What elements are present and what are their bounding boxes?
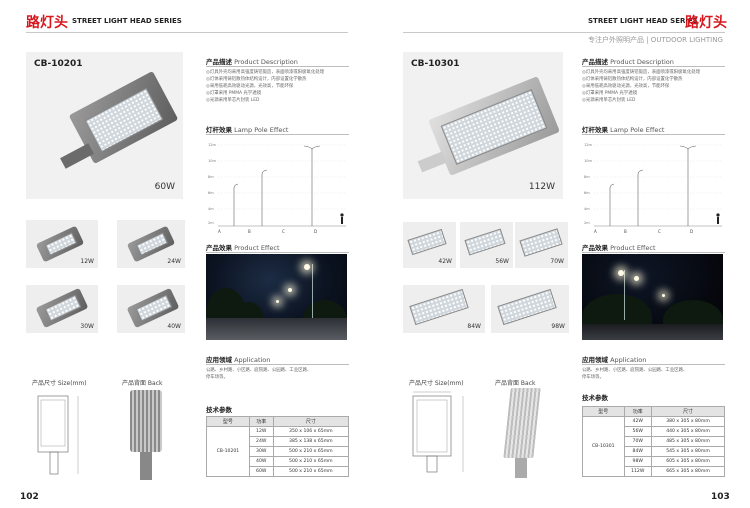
- thumb-5: 98W: [491, 285, 569, 333]
- desc-title: 产品描述 Product Description: [582, 58, 674, 66]
- application-divider: [206, 364, 349, 365]
- header-divider: [403, 32, 725, 33]
- svg-text:D: D: [690, 229, 693, 234]
- thumb-3: 30W: [26, 285, 98, 333]
- street-light-image: [413, 74, 560, 184]
- svg-text:D: D: [314, 229, 317, 234]
- svg-text:B: B: [624, 229, 627, 234]
- main-wattage: 60W: [154, 182, 175, 192]
- thumb-4: 84W: [403, 285, 485, 333]
- svg-text:A: A: [218, 229, 221, 234]
- svg-text:6m: 6m: [208, 191, 214, 195]
- thumb-wattage: 12W: [80, 258, 94, 265]
- series-title-cn: 路灯头: [26, 15, 68, 31]
- thumb-wattage: 40W: [167, 323, 181, 330]
- thumb-wattage: 24W: [167, 258, 181, 265]
- desc-list: ◎灯具外壳均采用高强度铸铝锻造，表面喷漆或阳极氧化处理◎灯体采用铸铝散热体结构设…: [206, 70, 324, 103]
- brand-subtitle: 专注户外照明产品 | OUTDOOR LIGHTING: [588, 36, 723, 44]
- effect-divider: [206, 252, 349, 253]
- desc-divider: [206, 66, 349, 67]
- lamp-pole-diagram: 12m 10m 8m 6m 4m 2m A B C D: [584, 143, 722, 234]
- spec-table-title: 技术参数: [206, 406, 232, 414]
- application-title: 应用领域 Application: [582, 356, 647, 364]
- lamp-pole-title: 灯杆效果 Lamp Pole Effect: [582, 126, 665, 134]
- thumb-wattage: 70W: [550, 258, 564, 265]
- desc-title: 产品描述 Product Description: [206, 58, 298, 66]
- main-wattage: 112W: [528, 182, 555, 192]
- lamp-pole-diagram: 12m 10m 8m 6m 4m 2m A B C D: [208, 143, 346, 234]
- model-label: CB-10301: [411, 59, 460, 69]
- size-drawing: [412, 391, 464, 473]
- model-label: CB-10201: [34, 59, 83, 69]
- series-title-cn: 路灯头: [685, 15, 727, 31]
- svg-text:B: B: [248, 229, 251, 234]
- application-text: 公路、乡村路、小区路、庭院路、公园路、工业区路、停车场等。: [206, 368, 312, 380]
- desc-list: ◎灯具外壳均采用高强度铸铝锻造，表面喷漆或阳极氧化处理◎灯体采用铸铝散热体结构设…: [582, 70, 700, 103]
- svg-text:4m: 4m: [584, 207, 590, 211]
- right-page: STREET LIGHT HEAD SERIES 路灯头 专注户外照明产品 | …: [375, 0, 750, 508]
- svg-text:12m: 12m: [584, 143, 592, 147]
- product-photo-panel: CB-10201 60W: [26, 52, 183, 199]
- application-title: 应用领域 Application: [206, 356, 271, 364]
- svg-text:12m: 12m: [208, 143, 216, 147]
- effect-title: 产品效果 Product Effect: [582, 244, 656, 252]
- back-mount: [515, 458, 527, 478]
- thumb-wattage: 42W: [438, 258, 452, 265]
- lamp-pole-divider: [206, 134, 349, 135]
- thumb-wattage: 56W: [495, 258, 509, 265]
- thumb-2: 56W: [460, 222, 513, 268]
- night-effect-photo: [206, 254, 347, 340]
- application-divider: [582, 364, 725, 365]
- svg-text:8m: 8m: [584, 175, 590, 179]
- svg-text:C: C: [658, 229, 661, 234]
- svg-text:10m: 10m: [208, 159, 216, 163]
- night-effect-photo: [582, 254, 723, 340]
- table-model: CB-10301: [582, 416, 625, 477]
- street-light-image: [41, 70, 179, 182]
- svg-text:6m: 6m: [584, 191, 590, 195]
- svg-text:2m: 2m: [208, 221, 214, 225]
- svg-text:4m: 4m: [208, 207, 214, 211]
- table-model: CB-10201: [206, 426, 250, 477]
- effect-title: 产品效果 Product Effect: [206, 244, 280, 252]
- series-title-en: STREET LIGHT HEAD SERIES: [72, 17, 182, 25]
- page-number: 102: [20, 492, 39, 502]
- thumb-3: 70W: [515, 222, 568, 268]
- desc-divider: [582, 66, 725, 67]
- size-label: 产品尺寸 Size(mm): [409, 380, 464, 387]
- size-drawing: [37, 395, 79, 475]
- page-number: 103: [711, 492, 730, 502]
- svg-text:10m: 10m: [584, 159, 592, 163]
- thumb-4: 40W: [117, 285, 185, 333]
- thumb-2: 24W: [117, 220, 185, 268]
- thumb-wattage: 98W: [551, 323, 565, 330]
- back-label: 产品背面 Back: [495, 380, 536, 387]
- svg-text:8m: 8m: [208, 175, 214, 179]
- header-divider: [26, 32, 348, 33]
- thumb-1: 12W: [26, 220, 98, 268]
- application-text: 公路、乡村路、小区路、庭院路、公园路、工业区路、停车场等。: [582, 368, 688, 380]
- product-photo-panel: CB-10301 112W: [403, 52, 563, 199]
- back-image: [503, 388, 541, 458]
- svg-text:2m: 2m: [584, 221, 590, 225]
- back-image: [130, 390, 162, 452]
- size-label: 产品尺寸 Size(mm): [32, 380, 87, 387]
- spec-table-title: 技术参数: [582, 394, 608, 402]
- thumb-1: 42W: [403, 222, 456, 268]
- thumb-wattage: 84W: [467, 323, 481, 330]
- thumb-wattage: 30W: [80, 323, 94, 330]
- left-page: 路灯头 STREET LIGHT HEAD SERIES CB-10201 60…: [20, 15, 350, 502]
- series-title-en: STREET LIGHT HEAD SERIES: [588, 17, 698, 25]
- back-label: 产品背面 Back: [122, 380, 163, 387]
- svg-text:C: C: [282, 229, 285, 234]
- lamp-pole-title: 灯杆效果 Lamp Pole Effect: [206, 126, 289, 134]
- back-mount: [140, 452, 152, 480]
- svg-text:A: A: [594, 229, 597, 234]
- effect-divider: [582, 252, 725, 253]
- lamp-pole-divider: [582, 134, 725, 135]
